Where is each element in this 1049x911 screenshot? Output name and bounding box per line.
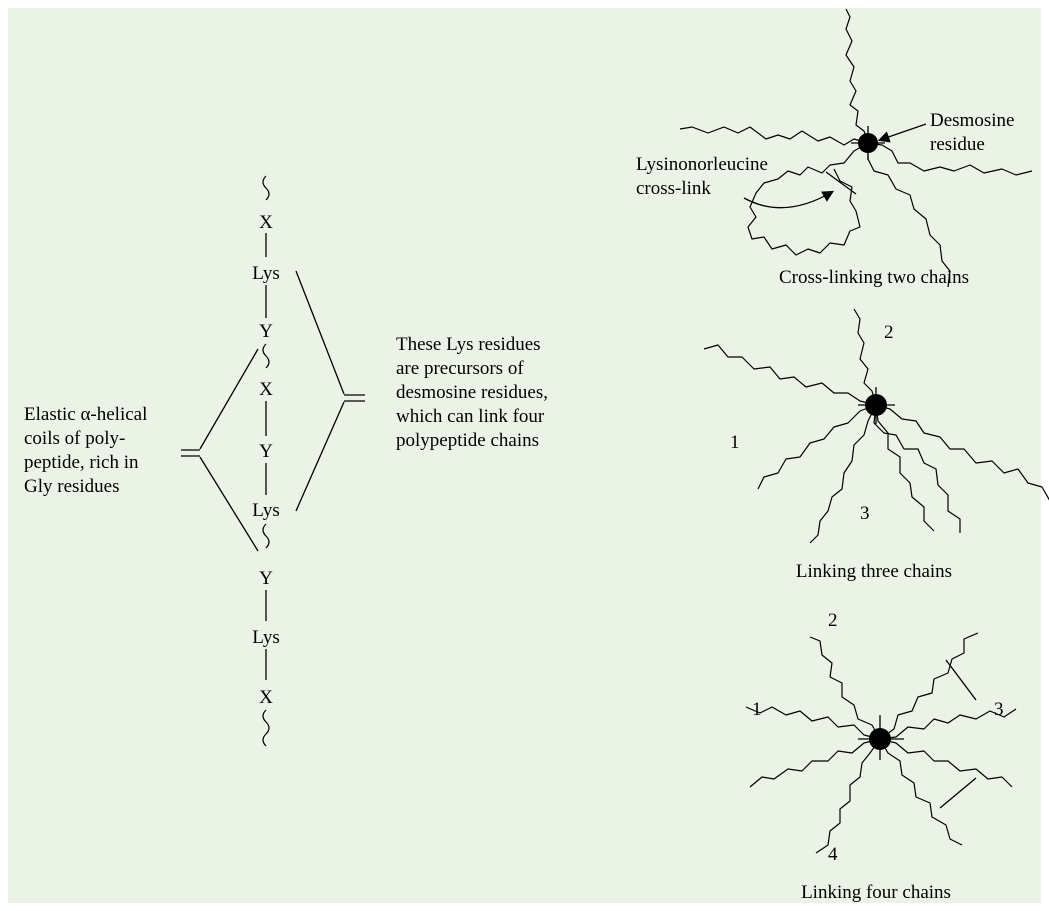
svg-text:which can link four: which can link four	[396, 406, 545, 427]
caption-three-chains: Linking three chains	[796, 561, 952, 582]
residue-x-3: X	[259, 687, 273, 708]
desmosine-label: Desmosine	[930, 110, 1014, 131]
panel-two-chains: Desmosine residue Lysinonorleucine cross…	[636, 8, 1033, 288]
helical-bracket	[181, 348, 259, 552]
polypeptide-chain: X Lys Y X Y Lys Y Lys X	[252, 175, 280, 747]
wavy-segment-3	[262, 523, 270, 549]
lys-precursor-label: These Lys residues are precursors of des…	[396, 334, 548, 451]
chain-number-3: 3	[860, 503, 870, 524]
chain-number-2: 2	[828, 610, 838, 631]
wavy-segment-bottom	[262, 709, 270, 747]
caption-four-chains: Linking four chains	[801, 882, 951, 903]
caption-two-chains: Cross-linking two chains	[779, 267, 969, 288]
svg-text:polypeptide chains: polypeptide chains	[396, 430, 539, 451]
helical-coils-label: Elastic α-helical coils of poly- peptide…	[24, 404, 147, 497]
chain-number-2: 2	[884, 322, 894, 343]
chain-wavy-lines	[745, 632, 1017, 854]
lysinonorleucine-label: Lysinonorleucine	[636, 154, 768, 175]
desmosine-arrow	[877, 123, 927, 143]
panel-four-chains: 1 2 3 4 Linking four chains	[745, 610, 1017, 903]
residue-y-1: Y	[259, 321, 273, 342]
chain-number-3: 3	[994, 699, 1004, 720]
panel-three-chains: 1 2 3 Linking three chains	[703, 308, 1049, 582]
residue-y-2: Y	[259, 441, 273, 462]
chain-number-1: 1	[752, 699, 762, 720]
svg-text:These Lys residues: These Lys residues	[396, 334, 541, 355]
svg-text:desmosine residues,: desmosine residues,	[396, 382, 548, 403]
chain-wavy-lines	[679, 8, 1033, 288]
lys-bracket	[295, 270, 365, 512]
residue-x-1: X	[259, 212, 273, 233]
lysinonorleucine-arrow	[743, 190, 835, 209]
crosslink-bond-1	[945, 659, 977, 701]
chain-wavy-lines	[703, 308, 1049, 544]
desmosine-label-line2: residue	[930, 134, 985, 155]
wavy-segment-2	[262, 343, 270, 369]
residue-lys-2: Lys	[252, 500, 279, 521]
svg-text:coils of poly-: coils of poly-	[24, 428, 125, 449]
lysinonorleucine-bond	[825, 171, 857, 195]
svg-text:are precursors of: are precursors of	[396, 358, 524, 379]
chain-number-4: 4	[828, 844, 838, 865]
residue-lys-1: Lys	[252, 263, 279, 284]
residue-x-2: X	[259, 379, 273, 400]
residue-y-3: Y	[259, 568, 273, 589]
lysinonorleucine-label-line2: cross-link	[636, 178, 711, 199]
wavy-segment-top	[262, 175, 270, 201]
svg-text:peptide, rich in: peptide, rich in	[24, 452, 139, 473]
chain-number-1: 1	[730, 432, 740, 453]
crosslink-bond-2	[939, 777, 977, 809]
svg-text:Elastic α-helical: Elastic α-helical	[24, 404, 147, 425]
residue-lys-3: Lys	[252, 627, 279, 648]
svg-text:Gly residues: Gly residues	[24, 476, 120, 497]
